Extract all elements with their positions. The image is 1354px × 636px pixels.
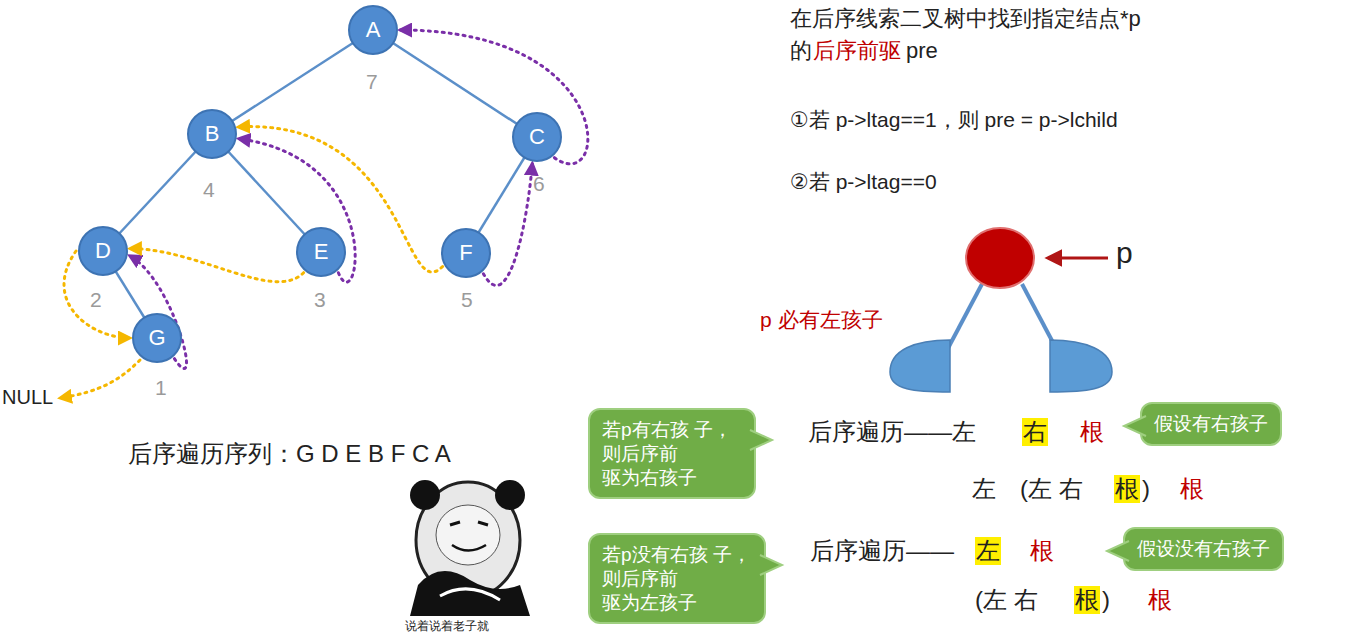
callout-tail xyxy=(1105,539,1129,563)
order-text: 后序遍历—— xyxy=(810,537,954,565)
node-letter: D xyxy=(95,238,111,264)
callout-box: 假设没有右孩子 xyxy=(1123,527,1284,571)
tree-node: E xyxy=(296,227,346,277)
callout-box: 若p没有右孩 子，则后序前 驱为左孩子 xyxy=(588,533,766,624)
callout-text: 若p没有右孩 子，则后序前 驱为左孩子 xyxy=(602,543,752,614)
root-text: 根 xyxy=(1080,418,1104,446)
node-letter: B xyxy=(205,121,220,147)
callout-text: 假设没有右孩子 xyxy=(1137,537,1270,561)
highlight-text: 根 xyxy=(1074,586,1100,614)
tree-node: C xyxy=(512,112,562,162)
order-number: 1 xyxy=(155,376,167,400)
highlight-text: 左 xyxy=(975,537,1001,565)
p-subtree xyxy=(890,228,1112,392)
callout-tail xyxy=(760,553,784,577)
rule-text: ②若 p->ltag==0 xyxy=(790,170,937,194)
order-text: ) xyxy=(1102,586,1110,614)
callout-tail-shape xyxy=(760,555,782,575)
thread-arrow xyxy=(483,164,532,286)
node-letter: F xyxy=(459,240,472,266)
callout-box: 若p有右孩 子，则后序前 驱为右孩子 xyxy=(588,408,756,499)
callout-tail-shape xyxy=(1107,541,1129,561)
tree-node: F xyxy=(441,228,491,278)
thread-arrow xyxy=(239,139,356,282)
callout-tail-shape xyxy=(750,430,772,450)
thread-arrow xyxy=(400,30,588,164)
callout-text: 假设有右孩子 xyxy=(1154,412,1268,436)
thread-arrow xyxy=(130,256,187,369)
order-number: 2 xyxy=(90,288,102,312)
root-text: 根 xyxy=(1030,537,1054,565)
tree-node: G xyxy=(132,313,182,363)
meme-caption: 说着说着老子就 xyxy=(405,620,489,634)
tree-node: A xyxy=(348,5,398,55)
null-thread xyxy=(60,360,140,398)
order-text: (左 右 xyxy=(1020,475,1083,503)
callout-tail xyxy=(1122,414,1146,438)
root-text: 根 xyxy=(1180,475,1204,503)
tree-node: B xyxy=(187,109,237,159)
meme-panda xyxy=(410,480,530,616)
node-letter: G xyxy=(148,325,165,351)
title-text: 在后序线索二叉树中找到指定结点*p xyxy=(790,6,1141,31)
order-number: 3 xyxy=(314,288,326,312)
node-letter: E xyxy=(314,239,329,265)
order-text: 后序遍历——左 xyxy=(808,418,976,446)
null-label: NULL xyxy=(2,386,53,409)
title-text: 的 xyxy=(790,38,812,63)
note-text: p 必有左孩子 xyxy=(760,308,883,332)
pointer-label: p xyxy=(1116,236,1133,271)
thread-arrow xyxy=(130,249,304,282)
order-text: (左 右 xyxy=(975,586,1038,614)
title-keyword: 后序前驱 xyxy=(813,38,901,63)
order-text: ) xyxy=(1142,475,1150,503)
node-letter: C xyxy=(529,124,545,150)
callout-text: 若p有右孩 子，则后序前 驱为右孩子 xyxy=(602,418,742,489)
order-number: 6 xyxy=(533,172,545,196)
rule-text: ①若 p->ltag==1，则 pre = p->lchild xyxy=(790,108,1118,132)
root-text: 根 xyxy=(1148,586,1172,614)
tree-node: D xyxy=(78,226,128,276)
order-number: 4 xyxy=(203,178,215,202)
node-letter: A xyxy=(366,17,381,43)
callout-box: 假设有右孩子 xyxy=(1140,402,1282,446)
sequence-text: 后序遍历序列：G D E B F C A xyxy=(128,440,451,468)
callout-tail xyxy=(750,428,774,452)
tree-lines xyxy=(103,30,537,338)
highlight-text: 根 xyxy=(1114,475,1140,503)
order-number: 7 xyxy=(366,70,378,94)
order-number: 5 xyxy=(461,288,473,312)
title-text: pre xyxy=(906,38,938,63)
highlight-text: 右 xyxy=(1022,418,1048,446)
callout-tail-shape xyxy=(1124,416,1146,436)
order-text: 左 xyxy=(972,475,996,503)
